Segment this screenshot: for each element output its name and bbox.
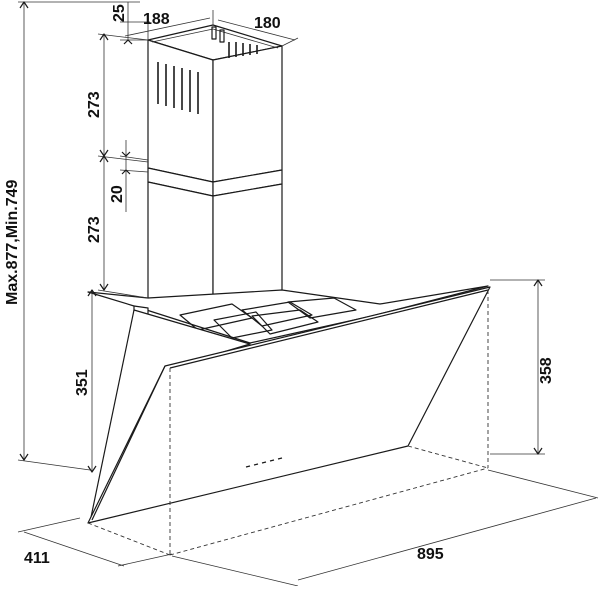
label-chimney-gap-top: 25 [111, 4, 128, 22]
label-lower-chimney: 273 [86, 216, 103, 243]
chimney-top-inner-edge [151, 28, 214, 43]
label-chimney-depth: 180 [254, 15, 281, 32]
label-hood-height-front: 358 [538, 357, 555, 384]
hood-top-plate [87, 285, 489, 344]
label-hood-height-back: 351 [74, 369, 91, 396]
hood-body [87, 285, 491, 556]
hidden-edge-3 [169, 467, 489, 556]
label-hood-width: 895 [417, 546, 444, 563]
left-vent-slots [157, 62, 199, 114]
label-chimney-width: 188 [143, 11, 170, 28]
upper-chimney-left-face [147, 39, 214, 183]
chimney [147, 24, 283, 315]
hidden-edge-4 [87, 522, 171, 556]
label-overlap: 20 [109, 185, 126, 203]
upper-chimney-right-face [212, 45, 283, 183]
right-vent-slots [228, 42, 258, 58]
control-buttons [245, 457, 283, 468]
label-upper-chimney: 273 [86, 91, 103, 118]
dimension-lines [17, 1, 599, 587]
label-height-total: Max.877,Min.749 [4, 180, 21, 306]
label-hood-depth: 411 [24, 550, 50, 567]
top-filter-panels [179, 297, 357, 339]
glass-top-edge [169, 289, 489, 369]
chimney-top-tab-2 [219, 29, 225, 43]
glass-left-edge [91, 365, 166, 521]
dimension-labels: Max.877,Min.749 25 188 180 273 20 273 35… [4, 4, 555, 567]
chimney-top-tab [211, 26, 217, 40]
hidden-edge-5 [407, 445, 489, 469]
